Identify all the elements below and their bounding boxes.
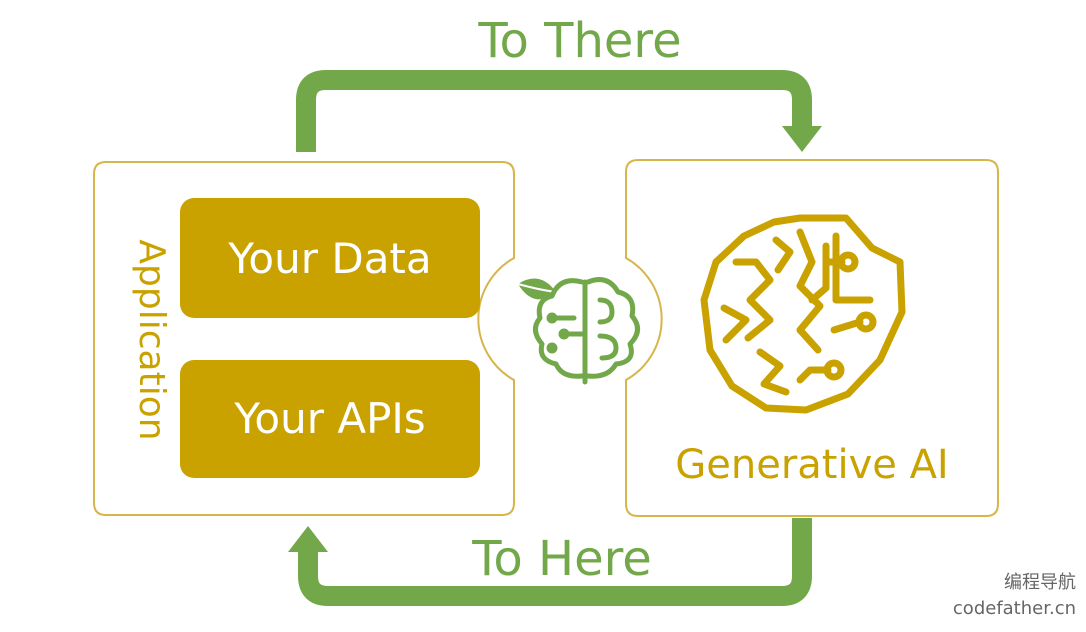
arrow-to-there — [296, 70, 822, 152]
watermark-line2: codefather.cn — [953, 598, 1076, 619]
circuit-brain-icon — [700, 214, 906, 414]
generative-ai-label: Generative AI — [675, 442, 948, 488]
your-apis-box — [180, 360, 480, 478]
bottom-arrow-label: To Here — [471, 531, 652, 587]
your-data-label: Your Data — [227, 234, 431, 283]
watermark-line1: 编程导航 — [1004, 572, 1076, 593]
top-arrow-label: To There — [477, 13, 681, 69]
application-label: Application — [131, 239, 172, 440]
your-data-box — [180, 198, 480, 318]
arrow-to-here — [288, 518, 812, 606]
generative-ai-panel — [625, 159, 999, 517]
leaf-brain-icon — [517, 277, 640, 385]
your-apis-label: Your APIs — [233, 394, 425, 443]
